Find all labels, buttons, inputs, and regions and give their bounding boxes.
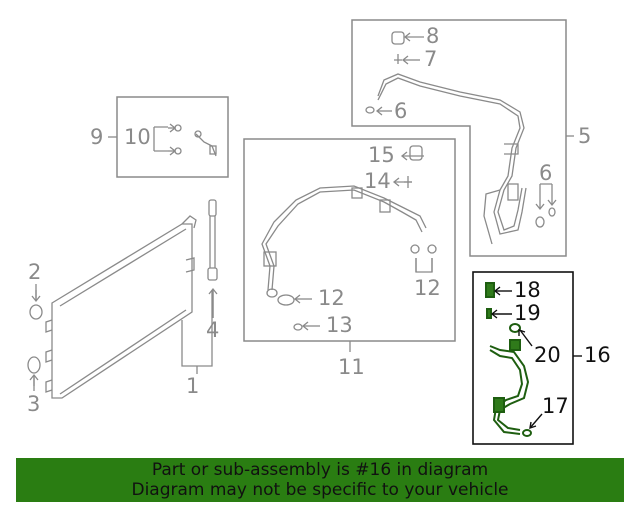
banner-line-1: Part or sub-assembly is #16 in diagram [151, 460, 489, 480]
callout-13[interactable]: 13 [326, 313, 353, 337]
callout-4[interactable]: 4 [206, 318, 220, 342]
box-5-outline [351, 19, 567, 257]
callout-2[interactable]: 2 [28, 260, 42, 284]
notice-banner: Part or sub-assembly is #16 in diagram D… [16, 458, 624, 502]
callout-20[interactable]: 20 [534, 343, 561, 367]
callout-3[interactable]: 3 [27, 392, 41, 416]
callout-9[interactable]: 9 [90, 125, 104, 149]
callout-5[interactable]: 5 [578, 124, 592, 148]
callout-7[interactable]: 7 [424, 47, 438, 71]
cap-2-drawing [29, 304, 43, 320]
callout-1[interactable]: 1 [186, 374, 200, 398]
callout-15[interactable]: 15 [368, 143, 395, 167]
callout-11[interactable]: 11 [338, 355, 365, 379]
hose-5-drawing [365, 31, 574, 245]
callout-10[interactable]: 10 [124, 125, 151, 149]
cap-3-drawing [27, 356, 41, 374]
condenser-drawing [45, 215, 197, 399]
callout-6-upper[interactable]: 6 [394, 99, 408, 123]
box-11-outline [243, 138, 456, 342]
callout-16[interactable]: 16 [584, 343, 611, 367]
callout-19[interactable]: 19 [514, 301, 541, 325]
box-16-outline [472, 271, 574, 445]
callout-17[interactable]: 17 [542, 394, 569, 418]
callout-14[interactable]: 14 [364, 169, 391, 193]
callout-12-right[interactable]: 12 [414, 276, 441, 300]
callout-18[interactable]: 18 [514, 278, 541, 302]
callout-8[interactable]: 8 [426, 24, 440, 48]
banner-line-2: Diagram may not be specific to your vehi… [131, 480, 509, 500]
callout-12-left[interactable]: 12 [318, 286, 345, 310]
receiver-dryer-drawing [207, 199, 218, 281]
hose-16-drawing [485, 282, 532, 437]
callout-6-lower[interactable]: 6 [539, 161, 553, 185]
